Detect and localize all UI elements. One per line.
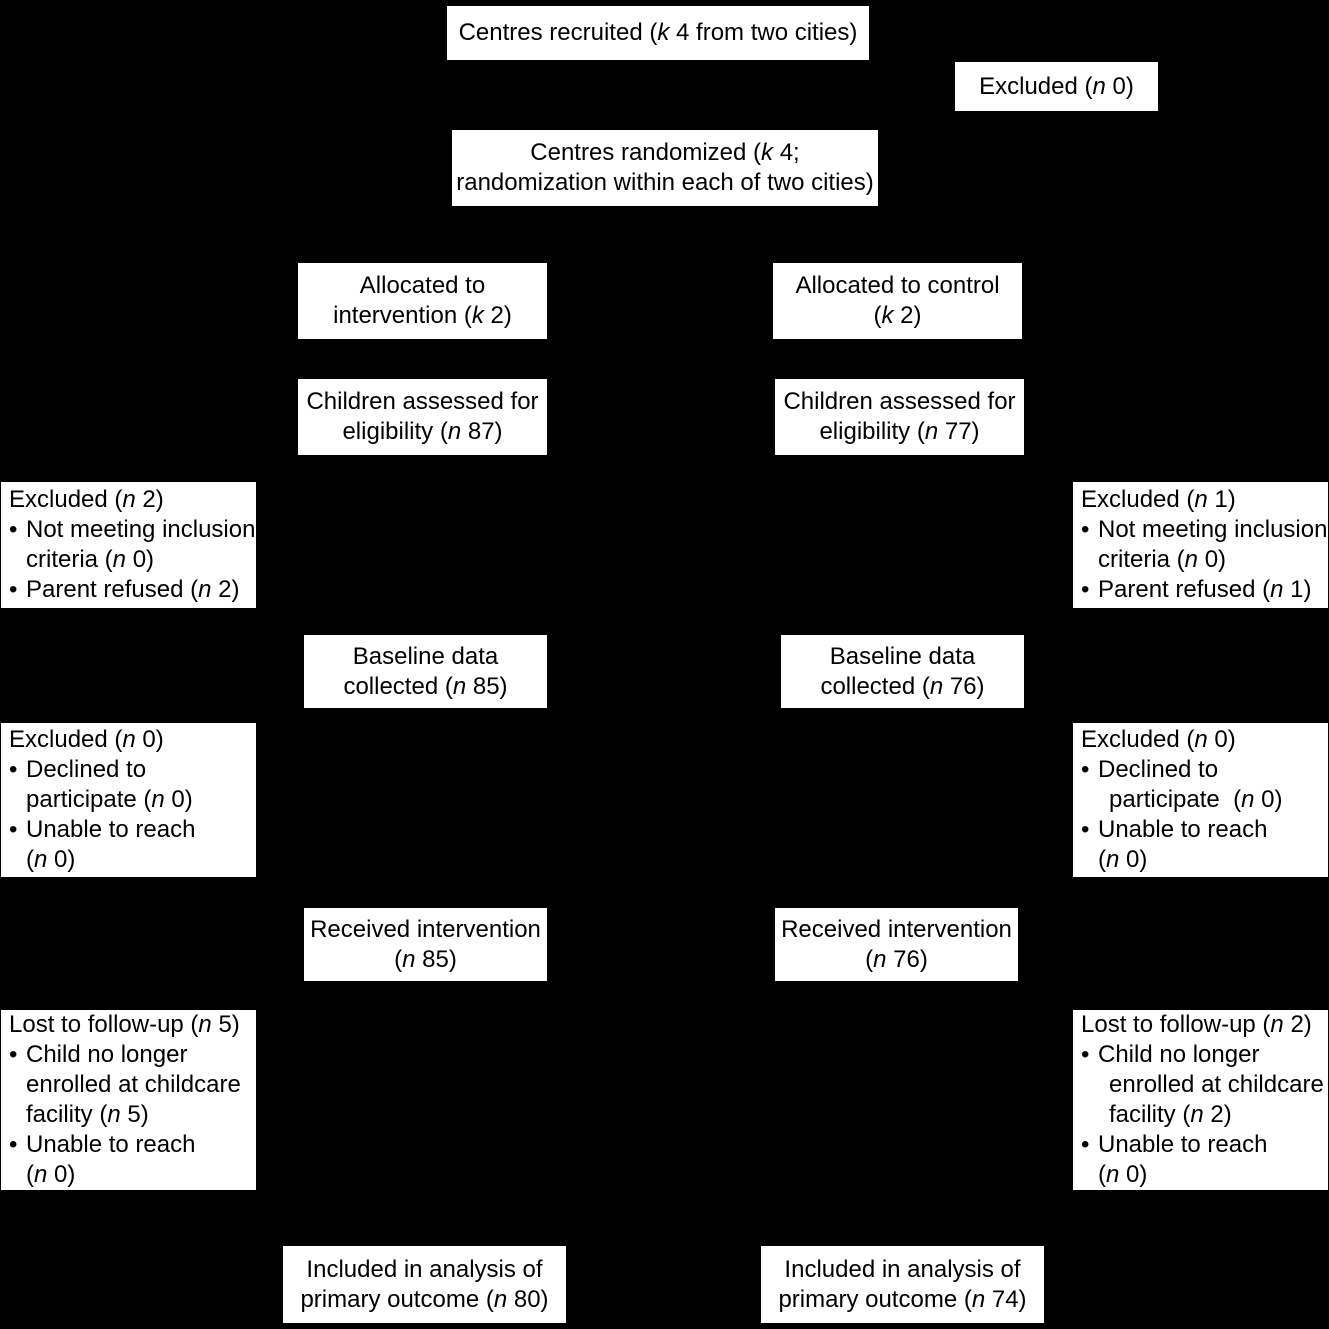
node-line: Received intervention (310, 915, 541, 943)
node-excluded-baseline-left: Excluded (n 0) • Declined to participate… (0, 722, 257, 878)
node-line: intervention (k 2) (333, 302, 512, 329)
node-baseline-intervention: Baseline data collected (n 85) (303, 634, 548, 709)
node-baseline-control: Baseline data collected (n 76) (780, 634, 1025, 709)
bullet-icon: • (9, 756, 18, 783)
node-heading: Excluded (n 2) (9, 486, 164, 513)
bullet-icon: • (9, 1041, 18, 1068)
bullet-label: Not meeting inclusion criteria (n 0) (26, 516, 256, 573)
node-bullet: • Declined to participate (n 0) (1073, 755, 1282, 815)
node-bullet: • Unable to reach (n 0) (1073, 815, 1267, 875)
bullet-label: Unable to reach (n 0) (26, 1131, 196, 1188)
node-line: Received intervention (781, 915, 1012, 943)
node-heading: Excluded (n 1) (1081, 486, 1236, 513)
node-excluded-baseline-right: Excluded (n 0) • Declined to participate… (1072, 722, 1329, 878)
node-line: primary outcome (n 80) (300, 1285, 549, 1313)
node-bullet: • Not meeting inclusion criteria (n 0) (1073, 515, 1327, 575)
node-line: (n 85) (394, 945, 457, 973)
bullet-label: Declined to participate (n 0) (1098, 756, 1283, 813)
node-bullet: • Unable to reach (n 0) (1, 1130, 195, 1190)
node-lost-followup-left: Lost to follow-up (n 5) • Child no longe… (0, 1009, 257, 1191)
bullet-label: Unable to reach (n 0) (1098, 816, 1268, 873)
node-line: Allocated to control (795, 272, 1000, 299)
node-line: collected (n 85) (343, 672, 508, 700)
bullet-icon: • (1081, 576, 1090, 603)
node-received-intervention: Received intervention (n 85) (303, 907, 548, 982)
node-line: Included in analysis of (306, 1255, 543, 1283)
node-heading: Excluded (n 0) (1081, 726, 1236, 753)
node-line: primary outcome (n 74) (778, 1285, 1027, 1313)
node-allocated-intervention: Allocated to intervention (k 2) (297, 262, 548, 340)
node-heading: Excluded (n 0) (9, 726, 164, 753)
node-line: (k 2) (873, 302, 922, 329)
node-line: Baseline data (829, 642, 976, 670)
node-line: eligibility (n 87) (342, 418, 503, 445)
bullet-label: Declined to participate (n 0) (26, 756, 193, 813)
node-analysis-control: Included in analysis of primary outcome … (760, 1245, 1045, 1324)
node-heading: Lost to follow-up (n 5) (9, 1011, 240, 1038)
node-allocated-control: Allocated to control (k 2) (772, 262, 1023, 340)
node-line: Allocated to (359, 272, 486, 299)
node-assessed-intervention: Children assessed for eligibility (n 87) (297, 378, 548, 456)
bullet-icon: • (1081, 1041, 1090, 1068)
node-line: Children assessed for (306, 388, 539, 415)
node-line: Excluded (n 0) (979, 72, 1134, 100)
node-line: eligibility (n 77) (819, 418, 980, 445)
node-centres-recruited: Centres recruited (k 4 from two cities) (446, 5, 870, 61)
node-bullet: • Unable to reach (n 0) (1073, 1130, 1267, 1190)
bullet-icon: • (9, 576, 18, 603)
node-received-control: Received intervention (n 76) (774, 907, 1019, 982)
bullet-label: Unable to reach (n 0) (26, 816, 196, 873)
bullet-icon: • (1081, 1131, 1090, 1158)
bullet-icon: • (9, 816, 18, 843)
node-line: collected (n 76) (820, 672, 985, 700)
bullet-icon: • (1081, 516, 1090, 543)
node-excluded-eligibility-right: Excluded (n 1) • Not meeting inclusion c… (1072, 481, 1329, 609)
node-line: Children assessed for (783, 388, 1016, 415)
node-line: Centres randomized (k 4; (530, 139, 800, 166)
node-heading: Lost to follow-up (n 2) (1081, 1011, 1312, 1038)
node-centres-randomized: Centres randomized (k 4; randomization w… (451, 129, 879, 207)
node-assessed-control: Children assessed for eligibility (n 77) (774, 378, 1025, 456)
bullet-icon: • (9, 516, 18, 543)
node-line: (n 76) (865, 945, 928, 973)
node-line: Centres recruited (k 4 from two cities) (458, 19, 858, 46)
bullet-icon: • (1081, 756, 1090, 783)
bullet-label: Child no longer enrolled at childcare fa… (1098, 1041, 1324, 1128)
node-bullet: • Declined to participate (n 0) (1, 755, 193, 815)
bullet-label: Parent refused (n 1) (1098, 576, 1312, 603)
bullet-label: Parent refused (n 2) (26, 576, 240, 603)
bullet-label: Unable to reach (n 0) (1098, 1131, 1268, 1188)
node-bullet: • Unable to reach (n 0) (1, 815, 195, 875)
node-lost-followup-right: Lost to follow-up (n 2) • Child no longe… (1072, 1009, 1329, 1191)
bullet-icon: • (1081, 816, 1090, 843)
bullet-label: Not meeting inclusion criteria (n 0) (1098, 516, 1328, 573)
node-line: randomization within each of two cities) (456, 169, 874, 196)
node-line: Baseline data (352, 642, 499, 670)
bullet-icon: • (9, 1131, 18, 1158)
node-line: Included in analysis of (784, 1255, 1021, 1283)
node-bullet: • Child no longer enrolled at childcare … (1, 1040, 241, 1130)
node-excluded-eligibility-left: Excluded (n 2) • Not meeting inclusion c… (0, 481, 257, 609)
node-bullet: • Parent refused (n 2) (1, 575, 239, 605)
node-analysis-intervention: Included in analysis of primary outcome … (282, 1245, 567, 1324)
node-bullet: • Child no longer enrolled at childcare … (1073, 1040, 1324, 1130)
node-bullet: • Parent refused (n 1) (1073, 575, 1311, 605)
node-bullet: • Not meeting inclusion criteria (n 0) (1, 515, 255, 575)
node-excluded-centres: Excluded (n 0) (954, 61, 1159, 112)
bullet-label: Child no longer enrolled at childcare fa… (26, 1041, 241, 1128)
